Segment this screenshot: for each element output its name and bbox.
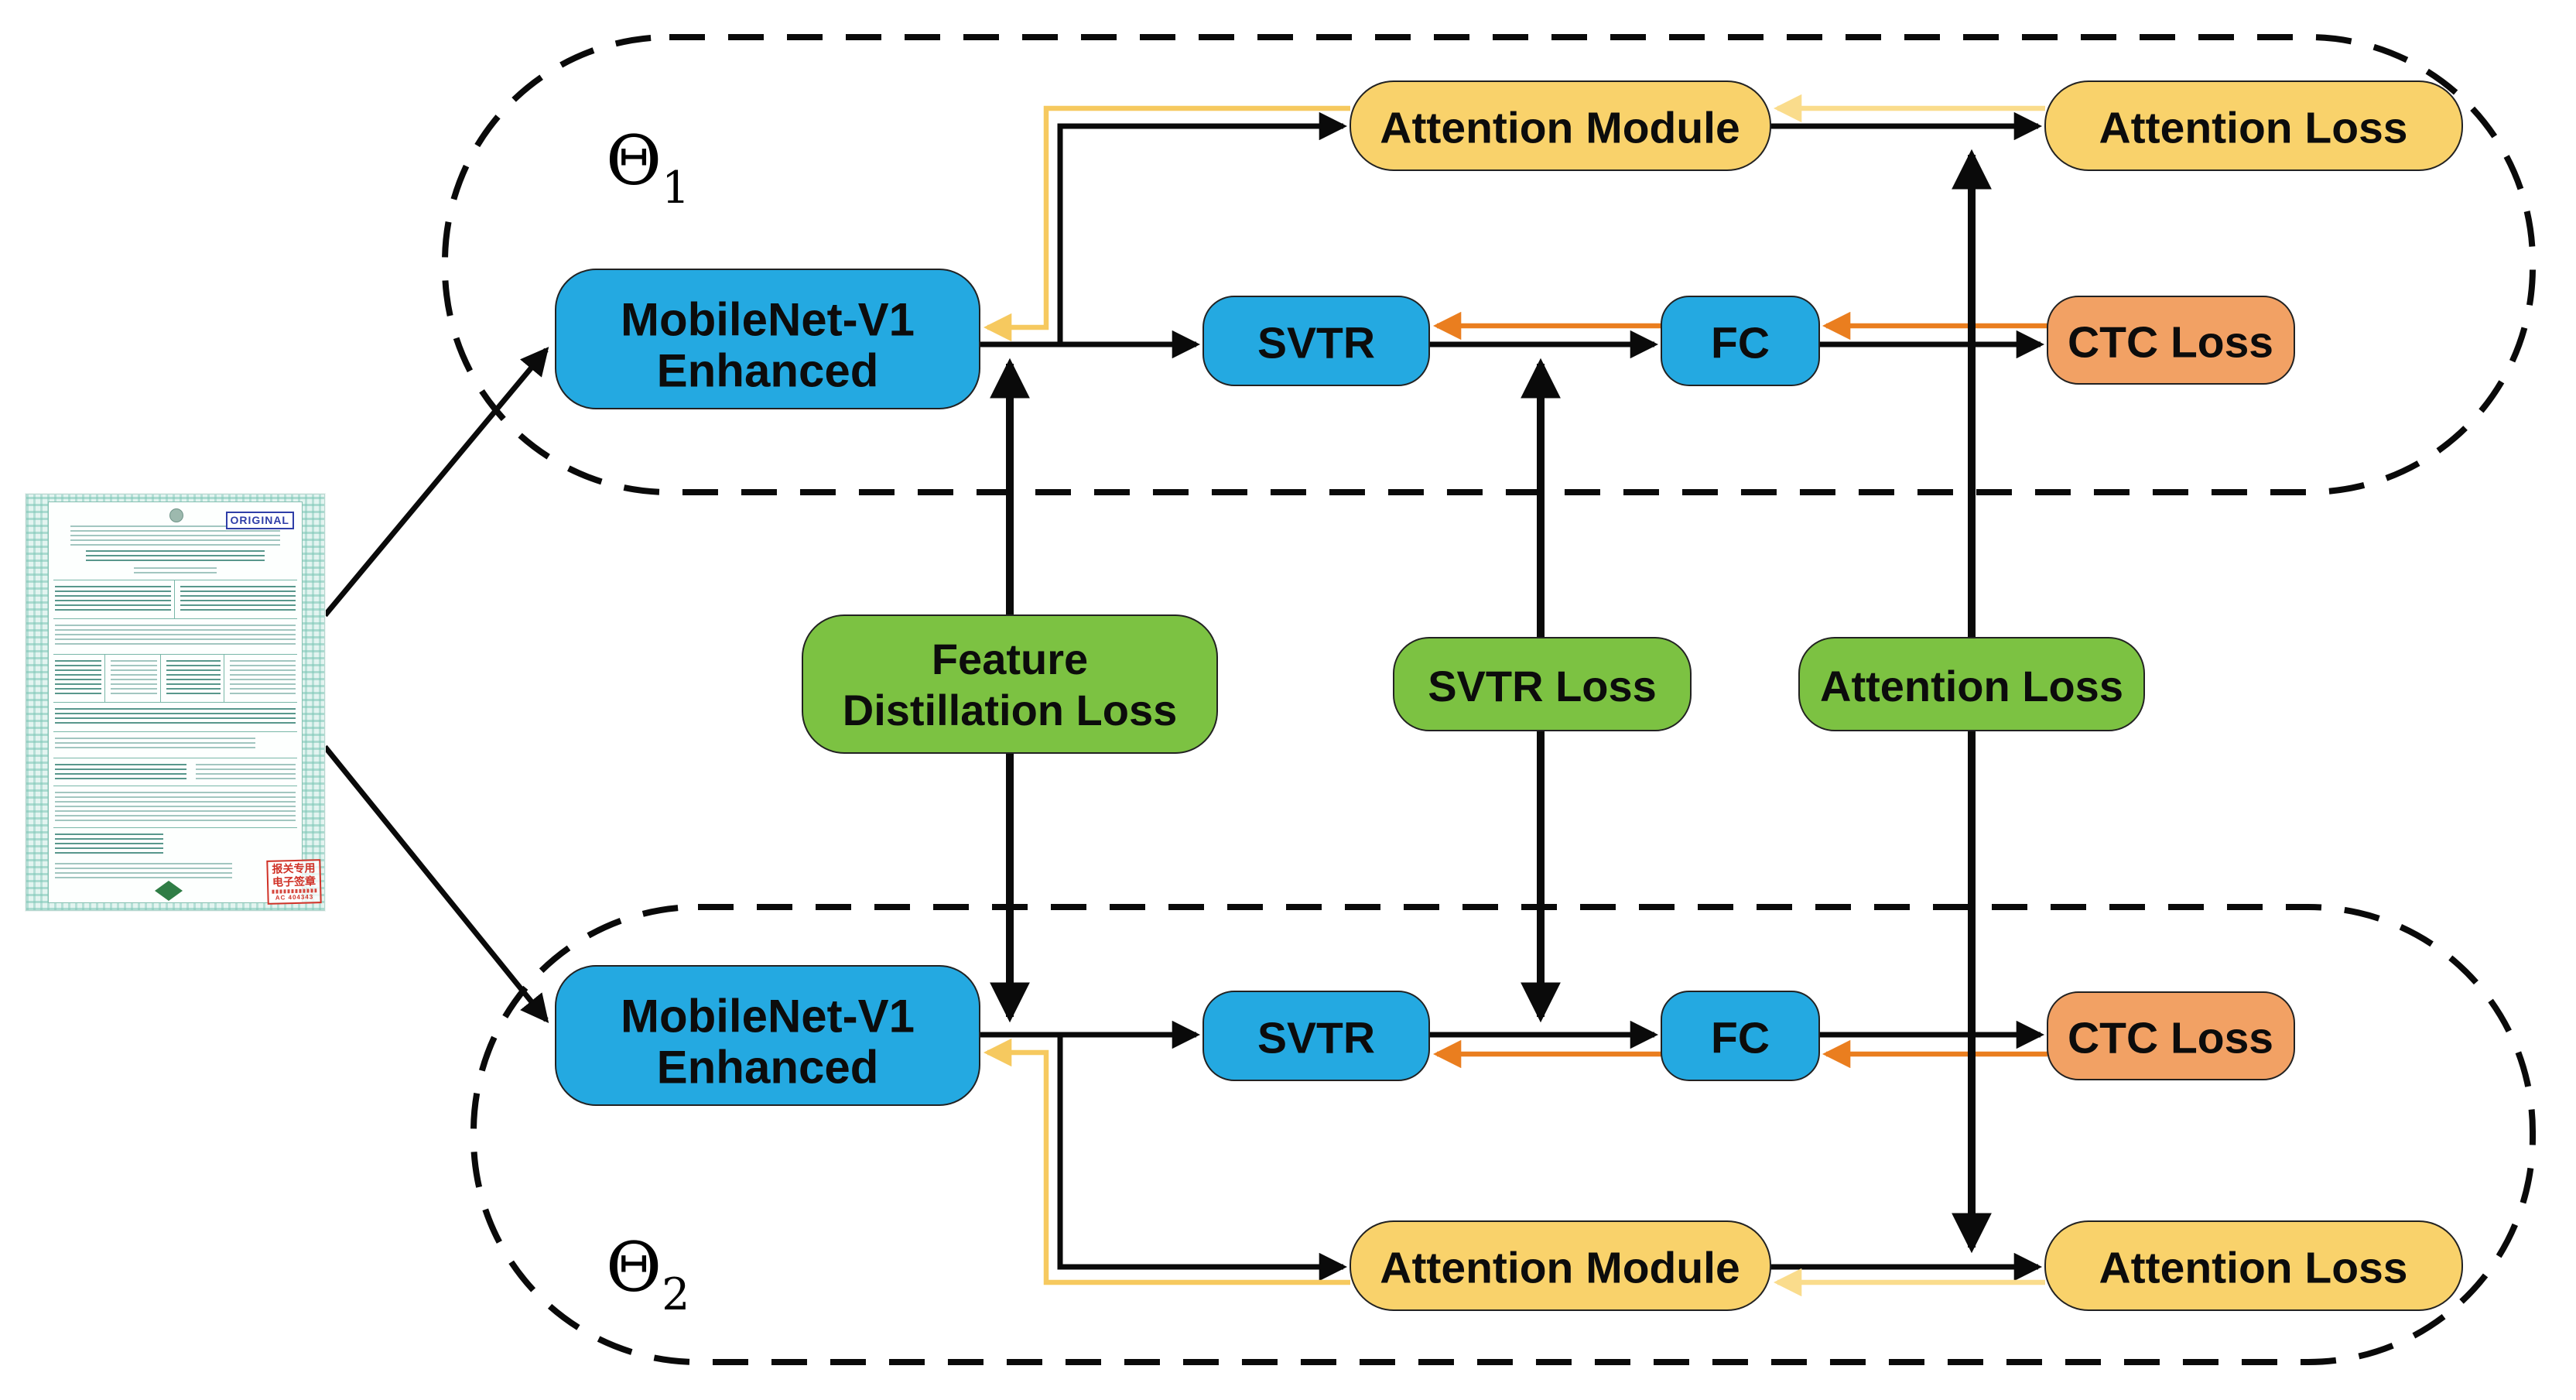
certificate-cell-text — [55, 660, 101, 696]
student-fc-label: FC — [1711, 1014, 1770, 1063]
student-backbone-box — [555, 965, 980, 1106]
certificate-column-line — [160, 654, 161, 702]
node-student-attention-loss: Attention Loss — [2044, 1220, 2463, 1311]
theta2-subscript: 2 — [662, 1269, 689, 1320]
teacher-fc-label: FC — [1711, 319, 1770, 368]
certificate-field-text — [55, 738, 255, 751]
theta2-symbol: Θ — [606, 1227, 662, 1307]
teacher-ctc-loss-label: CTC Loss — [2068, 318, 2273, 368]
node-teacher-attention-loss: Attention Loss — [2044, 80, 2463, 171]
certificate-form-area: ORIGINAL — [48, 501, 303, 903]
feature-distillation-loss-label-line2: Distillation Loss — [843, 686, 1178, 734]
certificate-divider — [53, 618, 297, 619]
teacher-backbone-label-line1: MobileNet-V1 — [621, 294, 915, 346]
certificate-emblem-icon — [169, 508, 183, 522]
certificate-column-line — [104, 654, 105, 702]
teacher-attention-loss-box — [2044, 80, 2463, 171]
red-customs-seal: 报关专用 电子签章 AC 404343 — [266, 859, 322, 905]
certificate-field-text — [55, 863, 232, 881]
node-svtr-loss: SVTR Loss — [1393, 637, 1692, 731]
arrow-image-to-teacher-backbone — [323, 347, 549, 618]
node-student-ctc-loss: CTC Loss — [2047, 991, 2295, 1080]
certificate-title-text — [86, 550, 265, 563]
student-attention-module-label: Attention Module — [1380, 1244, 1740, 1293]
certificate-field-text — [55, 625, 296, 648]
node-feature-distillation-loss: Feature Distillation Loss — [802, 614, 1218, 754]
feature-distillation-loss-label-line1: Feature — [932, 635, 1088, 683]
theta1-label: Θ1 — [606, 121, 689, 214]
student-ctc-loss-label: CTC Loss — [2068, 1014, 2273, 1063]
attention-loss-distillation-box — [1798, 637, 2145, 731]
student-svtr-box — [1202, 991, 1430, 1081]
node-student-backbone: MobileNet-V1 Enhanced — [555, 965, 980, 1106]
node-teacher-ctc-loss: CTC Loss — [2047, 296, 2295, 385]
certificate-field-text — [180, 586, 296, 614]
certificate-divider — [53, 654, 297, 655]
student-ctc-loss-box — [2047, 991, 2295, 1080]
student-fc-box — [1661, 991, 1820, 1081]
certificate-cell-text — [230, 660, 296, 696]
certificate-cell-text — [111, 660, 157, 696]
student-backbone-label-line2: Enhanced — [657, 1042, 879, 1094]
svtr-loss-label: SVTR Loss — [1428, 662, 1657, 710]
teacher-fc-box — [1661, 296, 1820, 386]
node-teacher-fc: FC — [1661, 296, 1820, 386]
input-certificate-image: ORIGINAL 报关专用 电子签章 AC 404343 — [26, 494, 325, 911]
teacher-attention-loss-label: Attention Loss — [2099, 104, 2408, 153]
teacher-svtr-box — [1202, 296, 1430, 386]
student-attention-loss-label: Attention Loss — [2099, 1244, 2408, 1293]
teacher-attention-module-label: Attention Module — [1380, 104, 1740, 153]
student-attention-loss-box — [2044, 1220, 2463, 1311]
certificate-field-text — [55, 792, 296, 821]
node-teacher-backbone: MobileNet-V1 Enhanced — [555, 269, 980, 409]
svtr-loss-box — [1393, 637, 1692, 731]
theta1-subscript: 1 — [662, 163, 689, 214]
theta1-symbol: Θ — [606, 121, 662, 200]
node-attention-loss-distillation: Attention Loss — [1798, 637, 2145, 731]
certificate-cell-text — [166, 660, 221, 696]
teacher-ctc-loss-box — [2047, 296, 2295, 385]
certificate-field-text — [55, 708, 296, 725]
red-seal-code: AC 404343 — [275, 893, 314, 902]
arrow-teacher-attention-feedback-to-backbone — [983, 105, 1350, 342]
certificate-field-text — [55, 764, 186, 779]
attention-loss-distillation-label: Attention Loss — [1820, 662, 2123, 710]
arrow-teacher-backbone-to-attention-module — [1057, 111, 1348, 344]
red-seal-line1: 报关专用 — [272, 861, 316, 875]
theta2-label: Θ2 — [606, 1227, 689, 1320]
arrow-student-attention-feedback-to-backbone — [983, 1038, 1350, 1285]
node-student-svtr: SVTR — [1202, 991, 1430, 1081]
node-student-attention-module: Attention Module — [1350, 1220, 1771, 1311]
certificate-column-line — [174, 580, 175, 618]
teacher-attention-module-box — [1350, 80, 1771, 171]
certificate-field-text — [196, 764, 296, 779]
teacher-backbone-box — [555, 269, 980, 409]
node-teacher-attention-module: Attention Module — [1350, 80, 1771, 171]
certificate-divider — [53, 731, 297, 732]
teacher-svtr-label: SVTR — [1257, 319, 1375, 368]
teacher-backbone-label-line2: Enhanced — [657, 345, 879, 397]
red-seal-line2: 电子签章 — [272, 875, 316, 888]
certificate-divider — [53, 827, 297, 828]
arrow-student-backbone-to-attention-module — [1057, 1035, 1348, 1282]
arrow-image-to-student-backbone — [323, 744, 549, 1023]
student-network-container — [470, 904, 2536, 1365]
certificate-field-text — [55, 833, 163, 857]
node-student-fc: FC — [1661, 991, 1820, 1081]
node-teacher-svtr: SVTR — [1202, 296, 1430, 386]
certificate-divider — [53, 702, 297, 703]
certificate-field-text — [55, 586, 171, 614]
student-svtr-label: SVTR — [1257, 1014, 1375, 1063]
feature-distillation-loss-box — [802, 614, 1218, 754]
original-stamp: ORIGINAL — [225, 512, 294, 529]
certificate-subtitle-text — [134, 567, 217, 573]
student-attention-module-box — [1350, 1220, 1771, 1311]
student-backbone-label-line1: MobileNet-V1 — [621, 991, 915, 1042]
